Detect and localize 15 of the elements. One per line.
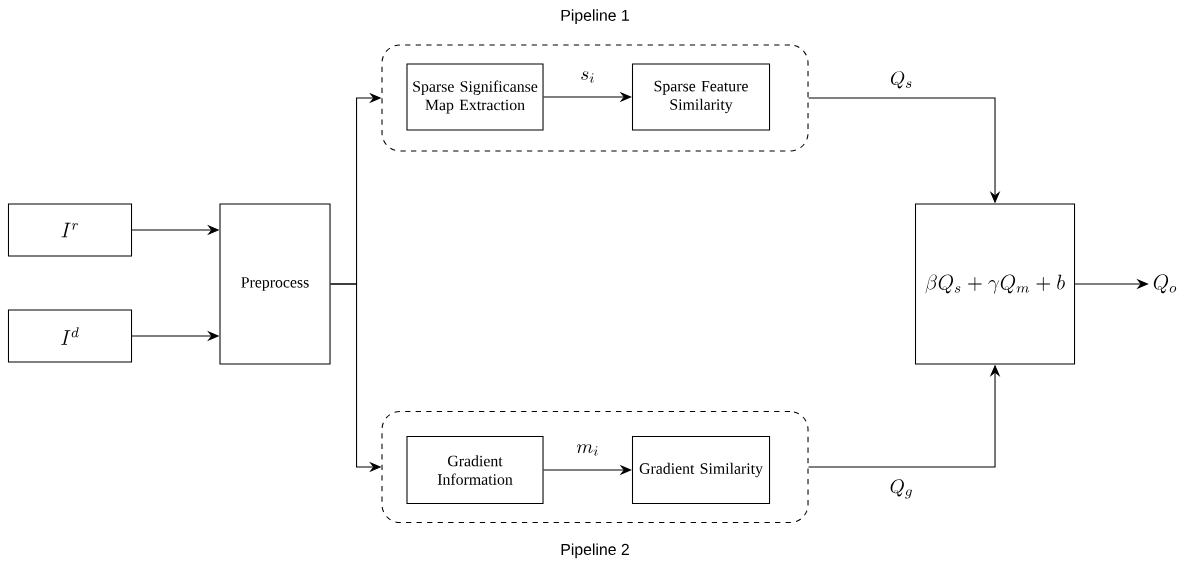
edge-label: $s_i$ — [578, 69, 597, 85]
process-box: $I^{d}$ — [7, 309, 133, 363]
process-box: Sparse Feature Similarity — [631, 63, 771, 131]
process-box: Sparse Significanse Map Extraction — [406, 63, 544, 131]
process-box: $I^{r}$ — [7, 203, 133, 257]
output-label: $Q_o$ — [1153, 274, 1177, 294]
process-box: Preprocess — [219, 203, 331, 365]
node-label: Pipeline 2 — [561, 543, 629, 559]
process-box: $\beta Q_s + \gamma Q_m + b$ — [915, 203, 1076, 365]
edge-label: $m_i$ — [574, 442, 601, 458]
process-box: Gradient Information — [406, 435, 544, 505]
process-box: Gradient Similarity — [631, 435, 771, 505]
edge-label: $Q_g$ — [887, 477, 916, 501]
node-label: Pipeline 1 — [561, 9, 629, 25]
edge-label: $Q_s$ — [888, 69, 915, 91]
